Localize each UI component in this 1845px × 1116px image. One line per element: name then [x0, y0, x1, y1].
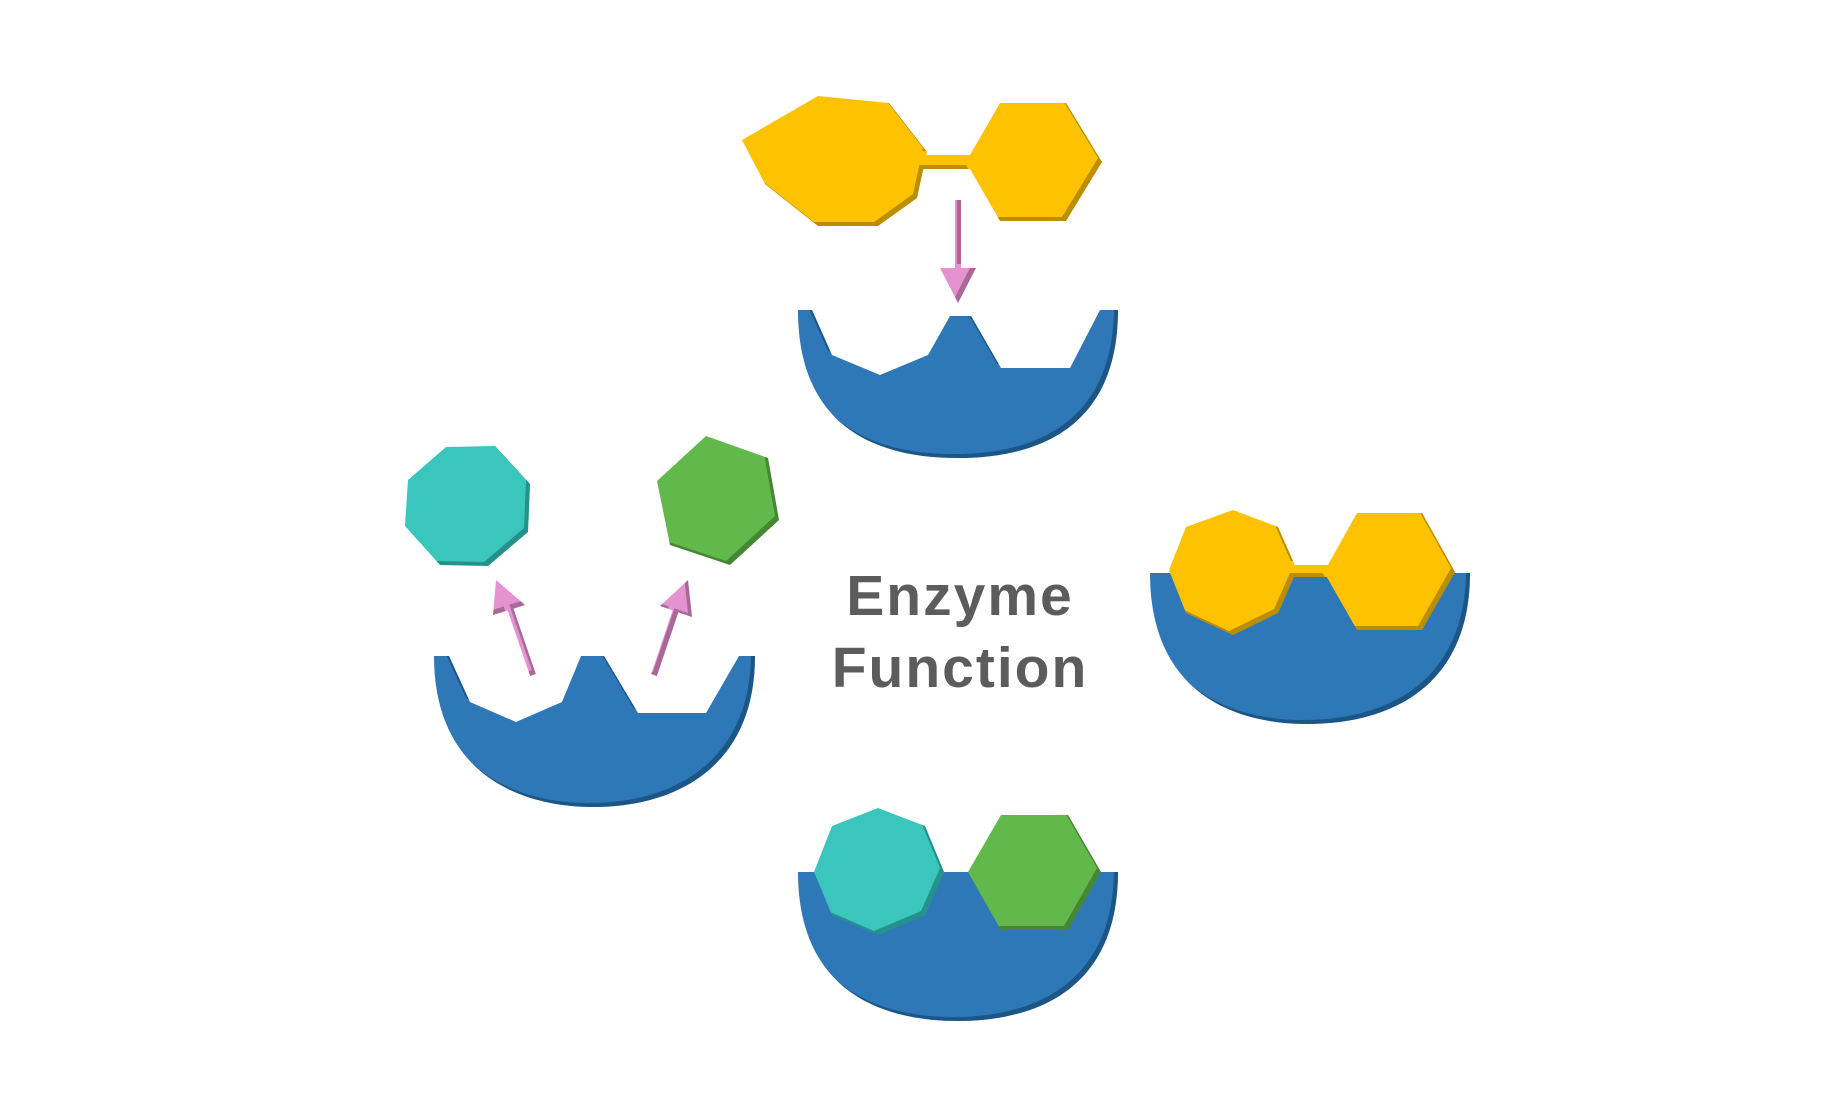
bound-substrate — [1169, 510, 1455, 635]
bound-substrate-hexagon — [1324, 513, 1455, 630]
arrow-shaft-right — [651, 609, 679, 676]
stage-top-substrate-approaching — [742, 96, 1118, 458]
released-teal-product — [405, 446, 530, 566]
bound-product-hexagon — [968, 815, 1101, 930]
title-line-1: Enzyme — [846, 564, 1074, 628]
substrate-hexagon — [966, 103, 1102, 221]
diagram-title: Enzyme Function — [760, 560, 1160, 704]
product-heptagon — [405, 446, 530, 566]
arrow-head-right — [660, 580, 692, 617]
substrate-molecule — [742, 96, 1102, 226]
enzyme-left — [434, 656, 755, 807]
downward-arrow — [940, 200, 976, 303]
substrate-bond — [922, 155, 972, 169]
bound-product-heptagon — [814, 808, 944, 935]
upward-arrow-left — [493, 580, 536, 676]
upward-arrow-right — [651, 580, 692, 676]
arrow-head-left — [493, 580, 525, 615]
arrow-head — [940, 268, 976, 303]
stage-left-products-released — [405, 436, 779, 807]
bound-substrate-heptagon — [1169, 510, 1297, 635]
arrow-shaft — [955, 200, 961, 270]
enzyme-top — [798, 310, 1118, 458]
arrow-shaft-left — [507, 607, 536, 676]
stage-bottom-enzyme-product-complex — [798, 808, 1118, 1021]
released-green-product — [657, 436, 779, 565]
substrate-heptagon — [742, 96, 927, 226]
title-line-2: Function — [831, 636, 1089, 700]
product-hexagon — [657, 436, 779, 565]
stage-right-enzyme-substrate-complex — [1150, 510, 1470, 724]
bound-substrate-bond — [1294, 565, 1328, 577]
bound-products — [814, 808, 1101, 935]
